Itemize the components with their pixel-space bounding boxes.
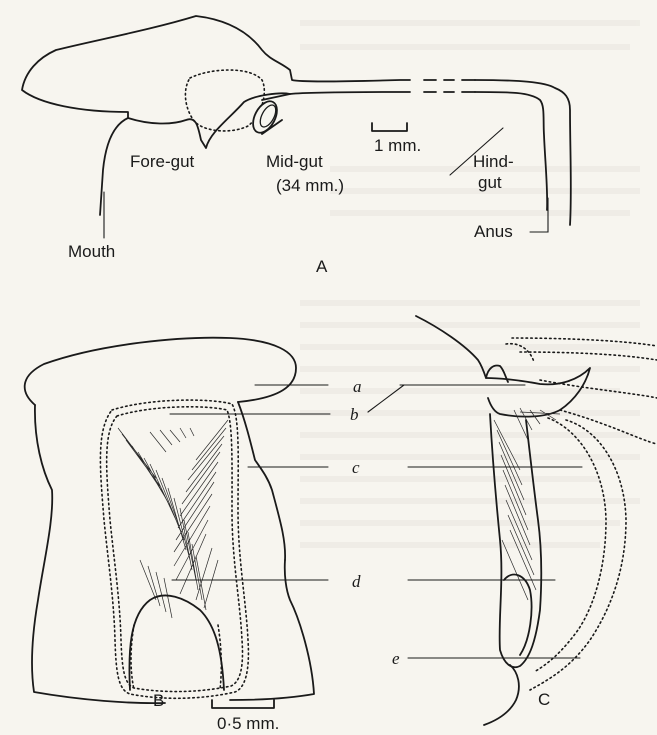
muscle-fibres xyxy=(118,420,228,618)
mid-gut-label: Mid-gut xyxy=(266,152,323,171)
mid-gut-cut-end xyxy=(248,97,282,136)
part-letter-b: b xyxy=(350,405,359,424)
inner-membrane-outer xyxy=(100,400,248,698)
bleed-through-text xyxy=(300,20,640,548)
part-letter-d: d xyxy=(352,572,361,591)
scale-bar-a xyxy=(372,123,407,131)
mid-gut-length-label: (34 mm.) xyxy=(276,176,344,195)
part-letter-e: e xyxy=(392,649,400,668)
panel-c-label: C xyxy=(538,690,550,709)
part-letter-a: a xyxy=(353,377,362,396)
fore-gut-label: Fore-gut xyxy=(130,152,195,171)
panel-b-label: B xyxy=(153,691,164,710)
scale-bar-b-label: 0·5 mm. xyxy=(217,714,279,733)
scale-bar-a-label: 1 mm. xyxy=(374,136,421,155)
mouth-label: Mouth xyxy=(68,242,115,261)
scale-bar-b xyxy=(212,700,274,708)
hind-gut-label-line2: gut xyxy=(478,173,502,192)
anus-label: Anus xyxy=(474,222,513,241)
part-letter-c: c xyxy=(352,458,360,477)
hind-gut-label-line1: Hind- xyxy=(473,152,514,171)
body-outline xyxy=(32,405,314,703)
lower-sac-outline xyxy=(129,595,224,690)
elongated-body-outline xyxy=(490,414,541,667)
upper-lobe-outline xyxy=(25,338,296,405)
panel-b-diagram xyxy=(25,338,330,708)
lower-tail-line xyxy=(484,665,519,725)
panel-a-label: A xyxy=(316,257,328,276)
